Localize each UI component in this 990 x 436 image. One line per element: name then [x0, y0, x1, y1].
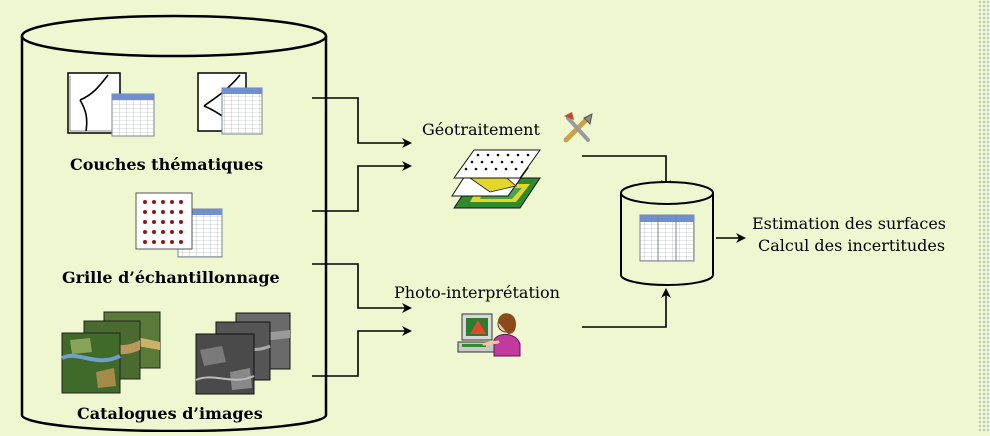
connector-grid-to-photo — [312, 263, 412, 313]
output-surface-estimation: Estimation des surfaces — [752, 214, 946, 233]
label-sampling-grid: Grille d’échantillonnage — [62, 268, 280, 287]
results-table-icon — [639, 214, 695, 262]
aerial-photo-stack-grayscale — [195, 312, 291, 395]
thematic-layer-icon-1 — [67, 72, 155, 137]
overlay-layers-icon — [451, 149, 541, 209]
label-geoprocessing: Géotraitement — [422, 120, 540, 139]
thematic-layer-icon-2 — [197, 72, 263, 135]
connector-catalog-to-photo — [312, 326, 412, 377]
label-photo-interpretation: Photo-interprétation — [394, 283, 560, 302]
connector-grid-to-geoprocessing — [312, 161, 412, 212]
output-uncertainty-calculation: Calcul des incertitudes — [758, 236, 946, 255]
connector-geoprocessing-to-results — [582, 155, 671, 190]
connector-layers-to-geoprocessing — [312, 97, 412, 148]
aerial-photo-stack-color — [61, 311, 161, 394]
page-edge-pattern — [978, 0, 990, 432]
attribute-table-icon — [111, 93, 155, 137]
sampling-grid-icon — [135, 192, 223, 258]
grid-points — [143, 200, 183, 244]
results-database-cylinder — [620, 181, 714, 286]
person-at-computer-icon — [457, 313, 521, 357]
tools-icon — [563, 112, 593, 143]
label-image-catalogs: Catalogues d’images — [77, 404, 263, 423]
connector-photo-to-results — [582, 288, 671, 328]
label-thematic-layers: Couches thématiques — [70, 155, 264, 174]
attribute-table-icon — [221, 87, 263, 135]
